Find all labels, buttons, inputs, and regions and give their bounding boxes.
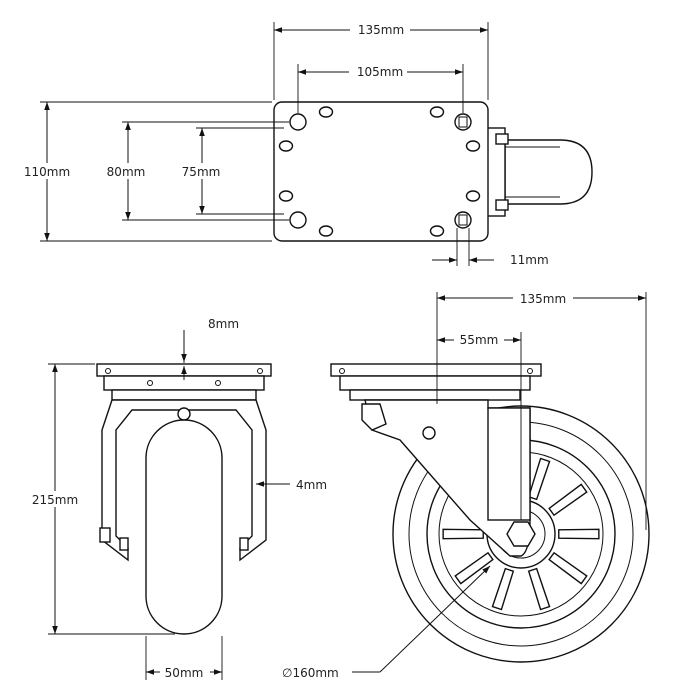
side-axle-nut — [506, 521, 536, 547]
side-bearing-ring — [339, 375, 531, 391]
front-fork — [101, 399, 267, 562]
wheel-spoke — [527, 567, 551, 611]
wheel-spoke — [454, 551, 494, 585]
plate-hole — [278, 190, 294, 202]
wheel-spoke — [442, 528, 484, 540]
front-wheel — [145, 419, 223, 635]
plate-hole — [318, 225, 334, 237]
top-view: 135mm 105mm 110mm 80mm 75mm 11mm — [18, 21, 593, 267]
plate-hole — [318, 106, 334, 118]
side-brake-lever — [361, 403, 387, 431]
dim-line-wheel-diameter — [379, 565, 491, 673]
wheel-spoke — [527, 457, 551, 501]
dim-hole-height-75: 75mm — [182, 165, 221, 179]
mounting-holes — [278, 106, 481, 237]
axle-cap-top — [495, 133, 509, 145]
plate-hole — [429, 225, 445, 237]
dim-hole-height-80: 80mm — [107, 165, 146, 179]
dim-side-width: 135mm — [520, 292, 566, 306]
slot-hole — [454, 211, 472, 229]
dim-top-height: 110mm — [24, 165, 70, 179]
plate-hole — [278, 140, 294, 152]
dim-fork-gap: 4mm — [296, 478, 327, 492]
front-kingpin-bolt — [177, 407, 191, 421]
slot-nut — [458, 214, 468, 226]
slot-nut — [458, 116, 468, 128]
side-mounting-plate — [330, 363, 542, 377]
dim-top-width: 135mm — [358, 23, 404, 37]
wheel-spoke — [548, 551, 588, 585]
front-axle-washer — [119, 537, 129, 551]
plate-hole — [289, 113, 307, 131]
front-view: 8mm 215mm 4mm 50mm — [30, 317, 327, 680]
dim-plate-thickness: 8mm — [208, 317, 239, 331]
front-swivel-base — [111, 389, 257, 401]
dim-overall-height: 215mm — [32, 493, 78, 507]
side-view: 135mm 55mm ∅160mm — [282, 290, 650, 680]
slot-hole — [454, 113, 472, 131]
wheel-top-outline — [504, 139, 593, 205]
axle-cap-bottom — [495, 199, 509, 211]
dim-top-hole-spacing: 105mm — [357, 65, 403, 79]
wheel-spoke — [558, 528, 600, 540]
plate-hole — [465, 140, 481, 152]
front-axle-washer — [239, 537, 249, 551]
mounting-plate — [273, 101, 489, 242]
side-swivel-base — [349, 389, 521, 401]
wheel-spoke — [491, 567, 515, 611]
wheel-spoke — [548, 483, 588, 517]
plate-hole — [289, 211, 307, 229]
dim-offset: 55mm — [460, 333, 499, 347]
plate-hole — [429, 106, 445, 118]
side-fork-upright — [487, 407, 531, 521]
front-axle-nut — [99, 527, 111, 543]
side-pivot-bolt — [422, 426, 436, 440]
dim-wheel-width: 50mm — [165, 666, 204, 680]
plate-hole — [465, 190, 481, 202]
dim-slot-width: 11mm — [510, 253, 549, 267]
dim-wheel-diameter: ∅160mm — [282, 666, 339, 680]
